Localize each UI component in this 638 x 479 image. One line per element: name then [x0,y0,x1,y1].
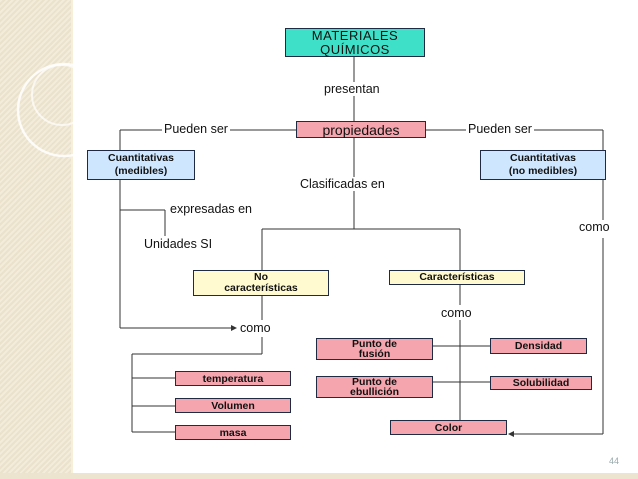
label-como-center: como [439,306,474,320]
node-propiedades: propiedades [296,121,426,138]
node-caracteristicas: Características [389,270,525,285]
label-como-bottom: como [238,321,273,335]
label-unidades-si: Unidades SI [144,237,213,251]
page-number: 44 [609,456,620,466]
node-fusion-line1: Punto de [352,338,397,350]
node-punto-ebullicion: Punto de ebullición [316,376,433,398]
node-temperatura: temperatura [175,371,291,386]
label-pueden-ser-left: Pueden ser [162,122,230,136]
node-ebullicion-line1: Punto de [352,376,397,388]
node-no-caract-line1: No [254,271,268,283]
decorative-circle-large [16,62,100,158]
node-punto-fusion: Punto de fusión [316,338,433,360]
node-densidad: Densidad [490,338,587,354]
node-caract-label: Características [419,271,495,283]
sidebar-edge [71,0,73,479]
node-masa-label: masa [219,426,247,439]
node-solubilidad-label: Solubilidad [512,377,570,389]
node-no-caracteristicas: No características [193,270,329,296]
node-materiales-line2: QUÍMICOS [320,41,390,57]
node-propiedades-label: propiedades [322,121,400,138]
label-como-right: como [577,220,612,234]
node-volumen-label: Volumen [211,399,255,412]
node-cuant-right-line1: Cuantitativas [510,152,576,164]
node-temperatura-label: temperatura [202,372,264,385]
node-materiales-quimicos: MATERIALES QUÍMICOS [285,28,425,57]
node-cuant-left-line2: (medibles) [114,165,168,177]
node-cuantitativas-medibles: Cuantitativas (medibles) [87,150,195,180]
node-cuant-right-line2: (no medibles) [508,165,578,177]
label-expresadas-en: expresadas en [168,202,255,216]
node-no-caract-line2: características [224,282,298,294]
bottom-bar [0,473,638,479]
node-ebullicion-line2: ebullición [349,386,399,398]
node-color: Color [390,420,507,435]
node-solubilidad: Solubilidad [490,376,592,390]
node-densidad-label: Densidad [514,340,563,352]
node-masa: masa [175,425,291,440]
label-pueden-ser-right: Pueden ser [466,122,534,136]
node-fusion-line2: fusión [358,348,391,360]
decorative-circle-small [31,64,93,126]
node-cuant-left-line1: Cuantitativas [108,152,174,164]
label-presentan: presentan [322,82,382,96]
node-cuantitativas-no-medibles: Cuantitativas (no medibles) [480,150,606,180]
node-color-label: Color [434,421,463,434]
node-volumen: Volumen [175,398,291,413]
node-materiales-line1: MATERIALES [311,27,399,43]
decorative-circles [16,62,100,158]
label-clasificadas-en: Clasificadas en [298,177,387,191]
